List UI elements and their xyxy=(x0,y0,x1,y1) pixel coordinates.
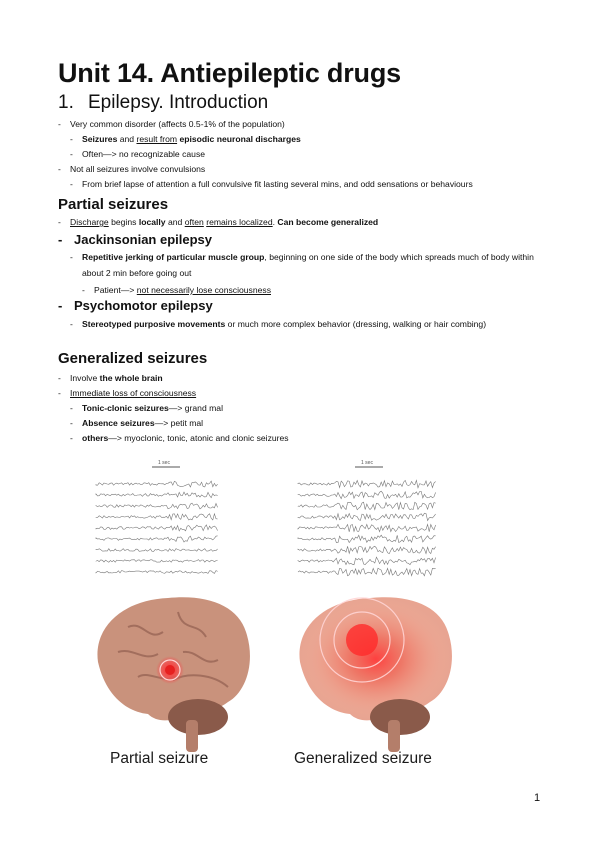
brain-generalized xyxy=(299,597,452,752)
eeg-trace xyxy=(95,491,218,499)
eeg-trace xyxy=(297,512,436,522)
bullet-absence: -Absence seizures—> petit mal xyxy=(70,418,204,428)
caption-generalized-seizure: Generalized seizure xyxy=(294,750,432,767)
heading-jackinsonian: -Jackinsonian epilepsy xyxy=(58,232,213,247)
bullet-tonic-clonic: -Tonic-clonic seizures—> grand mal xyxy=(70,403,223,413)
eeg-trace xyxy=(95,548,218,552)
bullet-immediate-loss: -Immediate loss of consciousness xyxy=(58,388,197,398)
brain-partial xyxy=(97,597,250,752)
document-title: Unit 14. Antiepileptic drugs xyxy=(58,58,401,88)
section-title: Epilepsy. Introduction xyxy=(88,92,269,113)
eeg-trace xyxy=(297,556,436,566)
bullet-not-all: -Not all seizures involve convulsions xyxy=(58,164,206,174)
section-number: 1. xyxy=(58,92,74,113)
eeg-traces-partial xyxy=(95,480,218,574)
bullet-seizures: -Seizures and result from episodic neuro… xyxy=(70,134,301,144)
bullet-stereotyped: -Stereotyped purposive movements or much… xyxy=(70,319,487,329)
eeg-trace xyxy=(297,501,436,511)
eeg-trace xyxy=(95,524,218,532)
eeg-trace xyxy=(95,535,218,543)
bullet-patient: -Patient—> not necessarily lose consciou… xyxy=(82,285,271,295)
heading-psychomotor: -Psychomotor epilepsy xyxy=(58,298,213,313)
eeg-trace xyxy=(95,570,218,574)
heading-generalized-seizures: Generalized seizures xyxy=(58,350,208,367)
bullet-jerking: -Repetitive jerking of particular muscle… xyxy=(70,252,534,278)
page-number: 1 xyxy=(534,792,541,804)
eeg-trace xyxy=(297,490,436,500)
scale-label-right: 1 sec xyxy=(361,460,373,466)
seizure-figure: 1 sec 1 sec Partial seizure G xyxy=(95,460,452,767)
eeg-trace xyxy=(297,567,436,577)
bullet-whole-brain: -Involve the whole brain xyxy=(58,373,163,383)
bullet-common-disorder: -Very common disorder (affects 0.5-1% of… xyxy=(58,119,285,129)
bullet-others: -others—> myoclonic, tonic, atonic and c… xyxy=(70,433,289,443)
scale-label-left: 1 sec xyxy=(158,460,170,466)
eeg-trace xyxy=(297,534,436,544)
bullet-discharge: -Discharge begins locally and often rema… xyxy=(58,217,379,227)
eeg-trace xyxy=(95,512,218,521)
bullet-often: -Often—> no recognizable cause xyxy=(70,149,206,159)
eeg-traces-generalized xyxy=(297,479,436,577)
caption-partial-seizure: Partial seizure xyxy=(110,750,208,767)
eeg-trace xyxy=(297,523,436,533)
eeg-trace xyxy=(95,480,218,488)
bullet-brief-lapse: -From brief lapse of attention a full co… xyxy=(70,179,473,189)
eeg-trace xyxy=(95,502,218,510)
section-heading-epilepsy: 1. Epilepsy. Introduction xyxy=(58,92,268,114)
eeg-trace xyxy=(297,479,436,489)
eeg-trace xyxy=(297,545,436,555)
heading-partial-seizures: Partial seizures xyxy=(58,196,169,213)
generalized-focus xyxy=(346,624,378,656)
eeg-trace xyxy=(95,559,218,563)
